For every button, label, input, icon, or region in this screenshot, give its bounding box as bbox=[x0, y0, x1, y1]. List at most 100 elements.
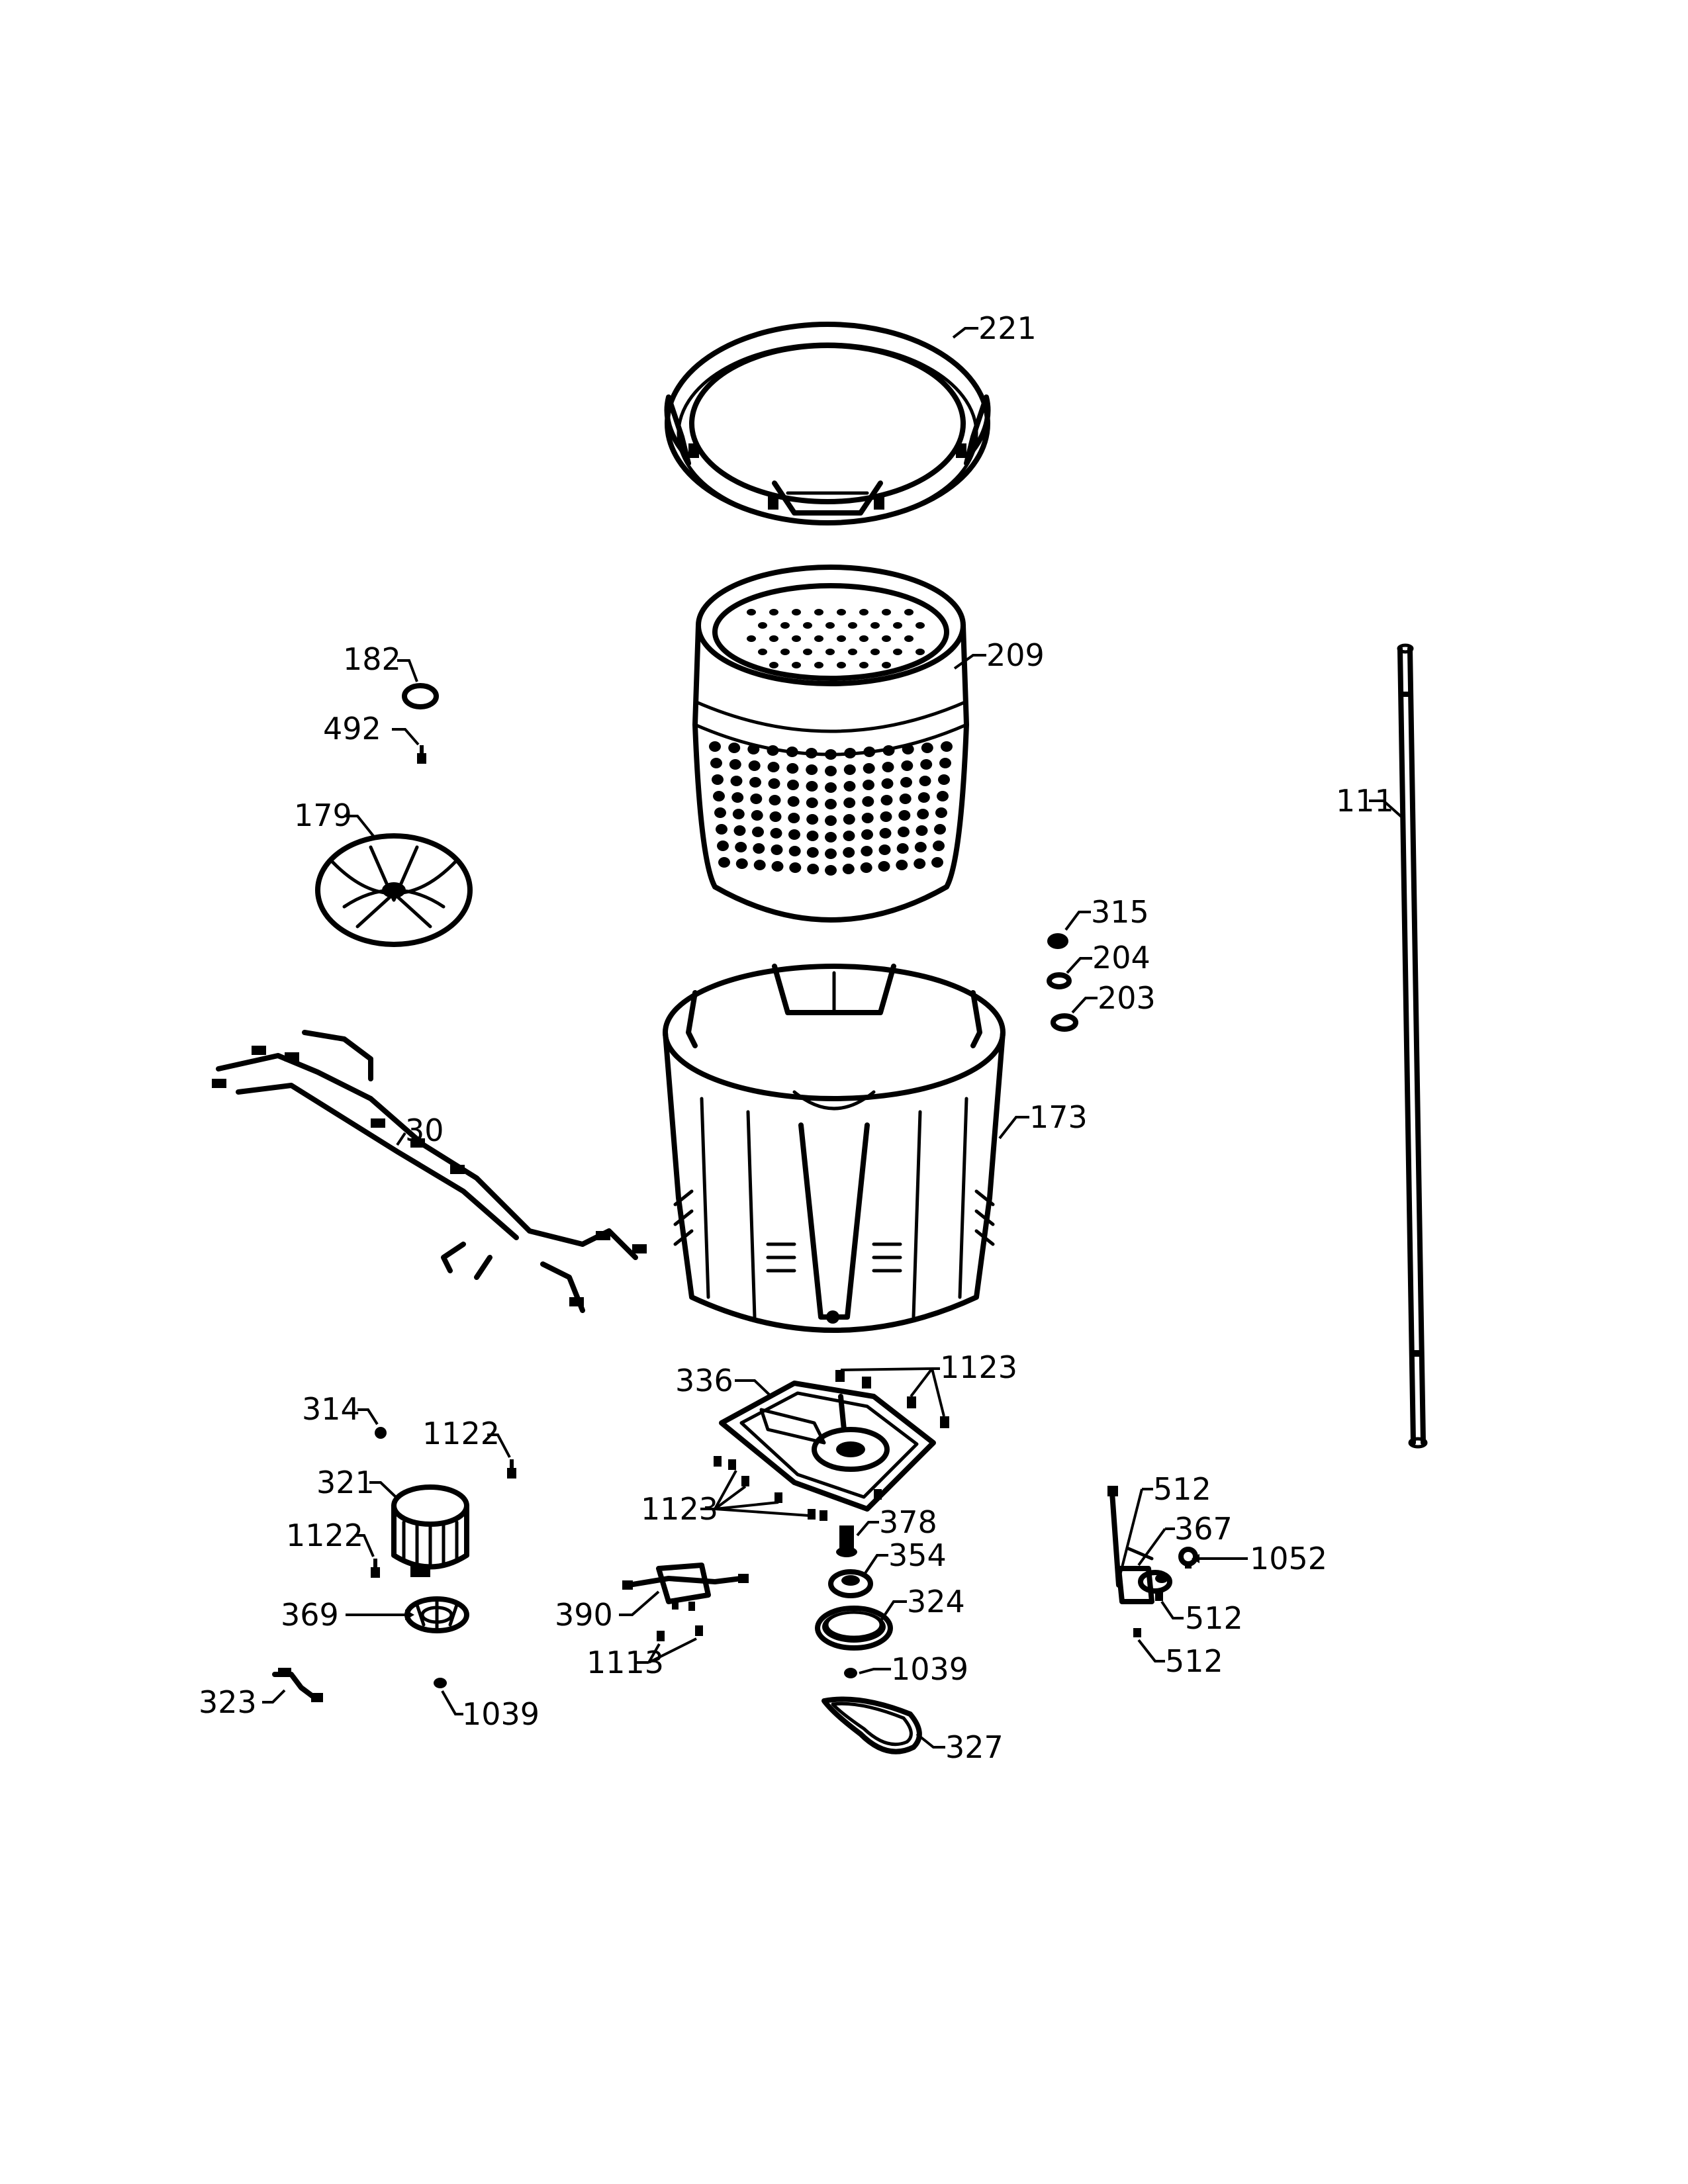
part-315-nut bbox=[1047, 933, 1068, 949]
basket-hole bbox=[803, 622, 812, 629]
label-1113: 1113 bbox=[586, 1645, 664, 1680]
basket-hole bbox=[768, 778, 780, 789]
leader-367 bbox=[1137, 1527, 1175, 1567]
label-179: 179 bbox=[294, 797, 352, 833]
basket-hole bbox=[881, 778, 894, 789]
basket-hole bbox=[904, 635, 914, 642]
leader-315 bbox=[1064, 911, 1091, 931]
basket-hole bbox=[878, 861, 890, 872]
part-367-drain-pump bbox=[1107, 1486, 1172, 1604]
basket-hole bbox=[896, 860, 908, 870]
part-182-retainer-ring bbox=[402, 683, 439, 709]
basket-hole bbox=[747, 609, 756, 615]
leader-1039-left bbox=[441, 1690, 463, 1715]
basket-hole bbox=[843, 831, 855, 841]
basket-hole bbox=[749, 777, 761, 788]
basket-hole bbox=[880, 811, 892, 822]
label-321: 321 bbox=[316, 1465, 375, 1500]
leader-512-top bbox=[1119, 1488, 1153, 1576]
part-324-drive-pulley bbox=[815, 1606, 893, 1651]
label-1122-lower: 1122 bbox=[286, 1518, 363, 1553]
part-204-washer bbox=[1047, 972, 1072, 989]
basket-hole bbox=[807, 864, 820, 874]
part-314-screw bbox=[375, 1427, 387, 1439]
basket-hole bbox=[814, 609, 823, 615]
basket-hole bbox=[844, 748, 857, 758]
basket-hole bbox=[717, 841, 729, 851]
basket-hole bbox=[789, 862, 802, 873]
basket-hole bbox=[893, 622, 902, 629]
label-314: 314 bbox=[302, 1391, 360, 1427]
basket-hole bbox=[862, 796, 874, 807]
leader-1122-lower bbox=[355, 1534, 375, 1557]
label-111: 111 bbox=[1336, 783, 1394, 819]
label-324: 324 bbox=[907, 1584, 965, 1619]
basket-hole bbox=[825, 832, 837, 842]
basket-hole bbox=[712, 774, 724, 785]
basket-hole bbox=[729, 759, 741, 770]
leader-179 bbox=[344, 815, 377, 841]
basket-hole bbox=[792, 662, 801, 668]
leader-336 bbox=[735, 1379, 773, 1398]
part-327-drive-belt bbox=[821, 1696, 922, 1754]
basket-hole bbox=[728, 743, 741, 753]
basket-hole bbox=[806, 831, 819, 841]
basket-hole bbox=[902, 744, 914, 754]
basket-hole bbox=[825, 865, 837, 876]
label-354: 354 bbox=[888, 1537, 947, 1573]
basket-hole bbox=[788, 829, 800, 840]
leader-182 bbox=[397, 659, 418, 682]
basket-hole bbox=[893, 649, 902, 655]
basket-hole bbox=[733, 825, 746, 836]
basket-hole bbox=[732, 809, 745, 819]
label-492: 492 bbox=[323, 711, 381, 747]
part-336-mounting-plate bbox=[719, 1381, 936, 1512]
basket-hole bbox=[769, 662, 778, 668]
basket-hole bbox=[882, 609, 891, 615]
part-1122-screw-upper bbox=[507, 1459, 516, 1479]
label-512-top: 512 bbox=[1153, 1471, 1211, 1507]
leader-327 bbox=[915, 1733, 945, 1749]
label-512-mid: 512 bbox=[1185, 1600, 1243, 1636]
leader-323 bbox=[262, 1689, 286, 1704]
basket-hole bbox=[941, 741, 953, 752]
leader-1052 bbox=[1192, 1554, 1248, 1563]
label-369: 369 bbox=[281, 1597, 339, 1633]
basket-hole bbox=[753, 860, 766, 870]
label-221: 221 bbox=[978, 310, 1037, 346]
part-323-connector bbox=[272, 1668, 323, 1702]
leader-369 bbox=[346, 1610, 414, 1620]
basket-hole bbox=[898, 827, 910, 837]
basket-hole bbox=[735, 858, 748, 869]
label-367: 367 bbox=[1174, 1511, 1233, 1547]
basket-hole bbox=[825, 649, 835, 655]
basket-hole bbox=[786, 747, 798, 757]
basket-hole bbox=[769, 635, 778, 642]
basket-hole bbox=[837, 635, 846, 642]
basket-hole bbox=[825, 782, 837, 793]
basket-hole bbox=[870, 649, 880, 655]
basket-hole bbox=[752, 827, 764, 837]
basket-hole bbox=[896, 843, 909, 854]
basket-hole bbox=[842, 864, 855, 874]
part-378-shaft-coupling bbox=[836, 1525, 857, 1557]
basket-hole bbox=[837, 662, 846, 668]
basket-hole bbox=[806, 847, 819, 858]
basket-hole bbox=[843, 781, 856, 792]
leader-173 bbox=[998, 1116, 1029, 1140]
basket-hole bbox=[771, 861, 784, 872]
basket-hole bbox=[825, 815, 837, 826]
basket-hole bbox=[861, 846, 873, 856]
leader-111 bbox=[1369, 799, 1403, 819]
part-390-shifter-actuator bbox=[622, 1563, 749, 1611]
part-1039-nut-right bbox=[844, 1668, 857, 1678]
basket-hole bbox=[814, 635, 823, 642]
basket-hole bbox=[805, 748, 818, 758]
leader-30 bbox=[396, 1132, 406, 1146]
leader-390 bbox=[619, 1590, 660, 1616]
basket-hole bbox=[915, 622, 925, 629]
basket-hole bbox=[917, 792, 930, 803]
basket-hole bbox=[859, 662, 868, 668]
basket-hole bbox=[825, 766, 837, 776]
label-1123-upper: 1123 bbox=[940, 1349, 1017, 1385]
